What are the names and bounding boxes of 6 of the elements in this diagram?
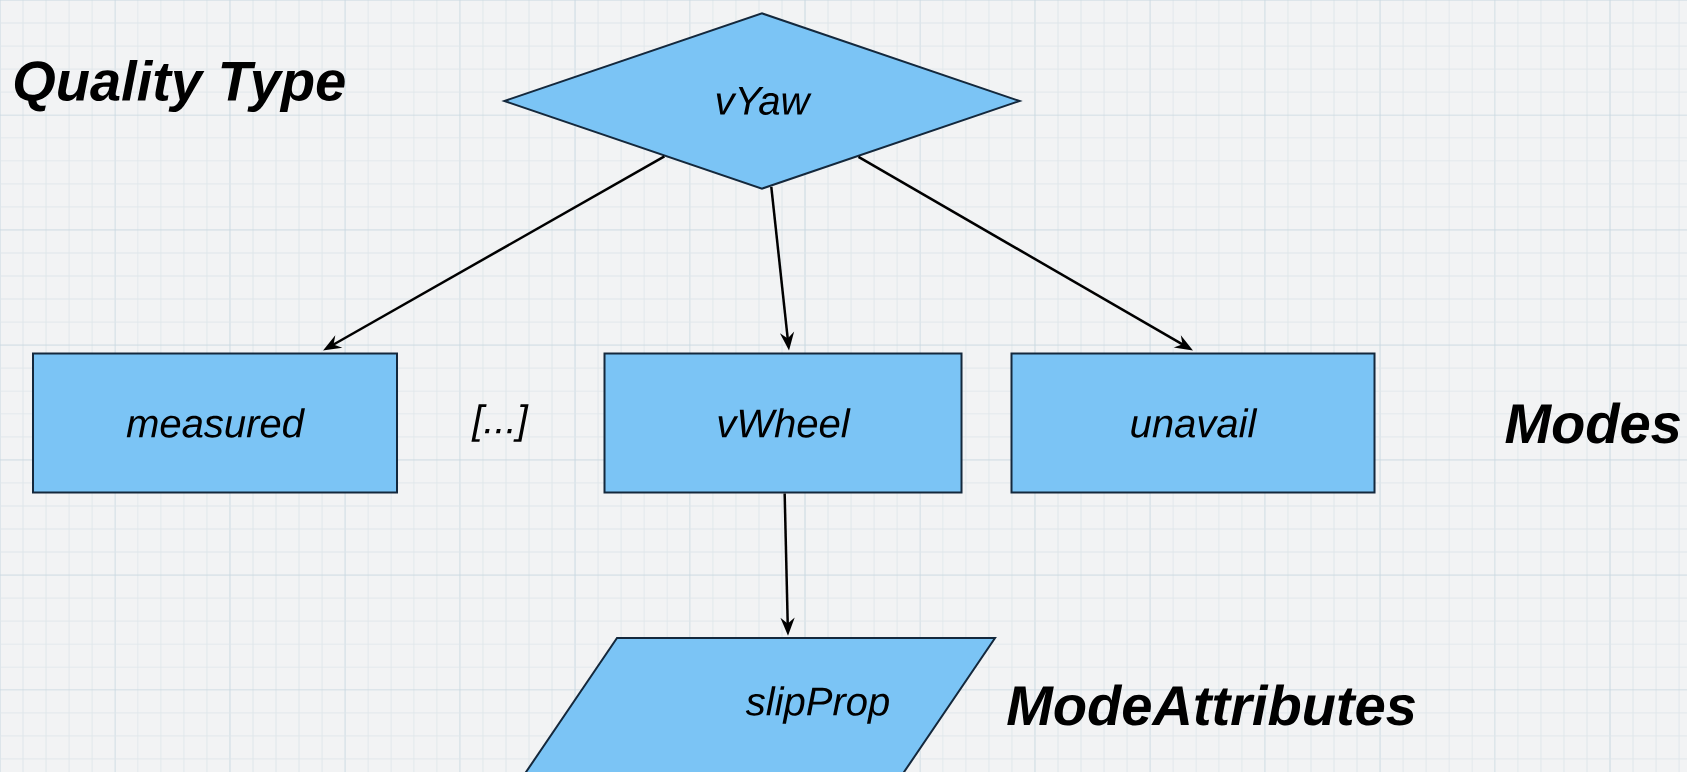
heading-label: Modes [1505,402,1680,444]
mode-box: vWheel [603,352,963,494]
mode-box: measured [32,352,398,494]
ellipsis-label: [...] [471,404,529,442]
heading-label: Quality Type [14,59,345,113]
mode-box: unavail [1010,352,1376,494]
